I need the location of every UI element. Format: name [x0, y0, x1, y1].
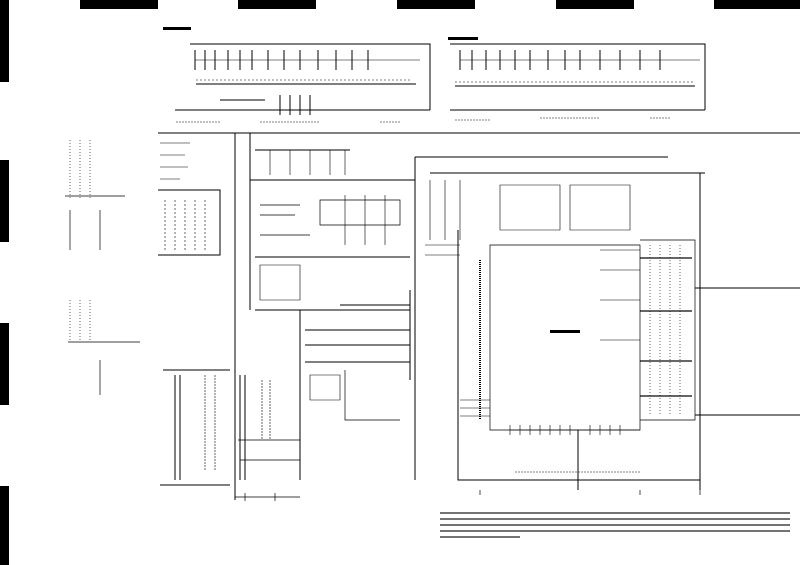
far-left-module: [65, 140, 140, 395]
block-top-right: [450, 43, 706, 121]
registration-marks-top: [80, 0, 800, 9]
label-hatching: [163, 27, 695, 397]
footnote-block: [440, 512, 790, 538]
wiring: [65, 43, 800, 501]
left-component-column: [158, 142, 221, 256]
block-top-left: [175, 43, 431, 123]
main-ic-block: [425, 173, 800, 490]
lower-left-block: [160, 369, 400, 501]
registration-marks-left: [0, 0, 9, 565]
middle-cluster: [259, 150, 401, 301]
